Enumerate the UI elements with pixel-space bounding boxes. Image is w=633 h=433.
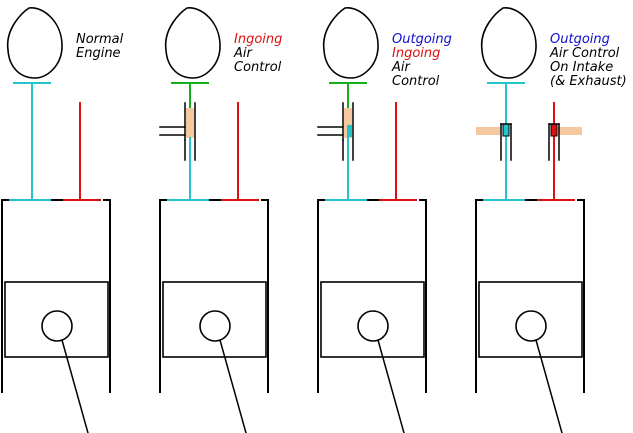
exhaust-actuator-sleeve (558, 127, 582, 135)
connecting-rod (219, 339, 247, 433)
piston (162, 281, 267, 358)
panel-label-line: Ingoing (392, 46, 440, 61)
wrist-pin (515, 310, 547, 342)
cam-lobe (480, 7, 537, 79)
connecting-rod (535, 339, 563, 433)
panel-label-line: Outgoing (392, 32, 452, 47)
panel-label-line: On Intake (550, 60, 613, 75)
exhaust-collar (550, 123, 558, 137)
panel-label-line: Air Control (549, 46, 620, 61)
connecting-rod (61, 339, 89, 433)
cam-lobe (164, 7, 221, 79)
cam-lobe (322, 7, 379, 79)
wrist-pin (41, 310, 73, 342)
panel-label-line: Air (391, 60, 412, 75)
piston (478, 281, 583, 358)
panel-label-line: Control (234, 60, 282, 75)
control-sleeve (344, 108, 352, 138)
wrist-pin (357, 310, 389, 342)
panel-label-line: Control (392, 74, 440, 89)
intake-collar (502, 123, 510, 137)
connecting-rod (377, 339, 405, 433)
panel-label-line: Engine (76, 46, 121, 61)
piston (320, 281, 425, 358)
cam-lobe (6, 7, 63, 79)
piston (4, 281, 109, 358)
panel-label-line: (& Exhaust) (550, 74, 627, 89)
panel-label-line: Normal (76, 32, 124, 47)
intake-actuator-sleeve (476, 127, 500, 135)
control-sleeve (186, 108, 194, 138)
wrist-pin (199, 310, 231, 342)
panel-label-line: Air (233, 46, 254, 61)
sleeve-intake-mark (347, 125, 352, 137)
panel-label-line: Ingoing (234, 32, 282, 47)
panel-label-line: Outgoing (550, 32, 610, 47)
